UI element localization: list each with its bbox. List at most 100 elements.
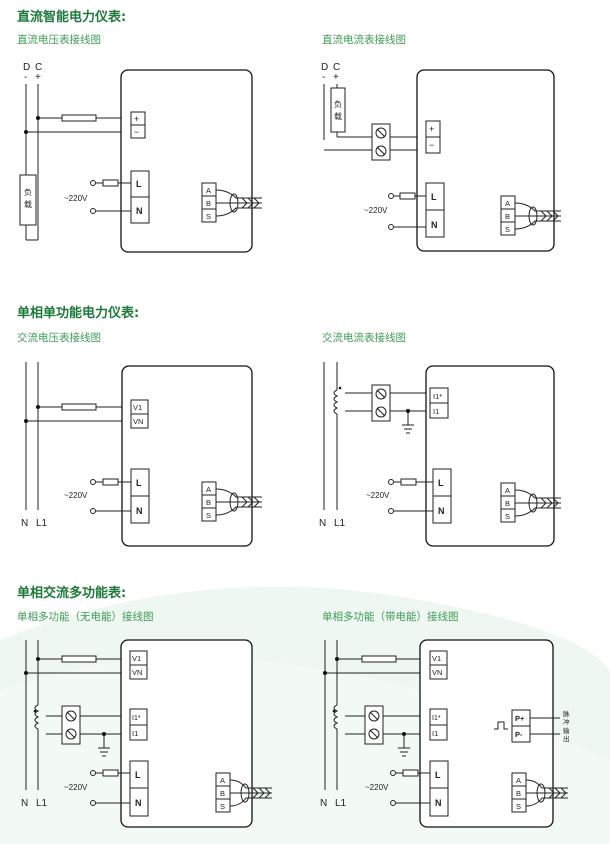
terminal-a: A: [220, 776, 225, 785]
terminal-s: S: [505, 512, 510, 521]
load-label-2: 载: [334, 111, 342, 121]
terminal-plus: +: [429, 124, 434, 134]
terminal-s: S: [505, 225, 510, 234]
terminal-l: L: [435, 770, 441, 780]
source-label-c: C: [35, 62, 42, 73]
terminal-i1-star: I1*: [432, 715, 441, 722]
line-label-n: N: [319, 518, 326, 529]
terminal-b: B: [505, 499, 510, 508]
terminal-n: N: [431, 220, 438, 230]
pulse-label-3: 输: [563, 726, 570, 735]
load-label-1: 负: [24, 187, 32, 197]
line-label-l1: L1: [335, 798, 347, 809]
terminal-i1: I1: [132, 729, 138, 738]
terminal-a: A: [206, 186, 211, 195]
polarity-minus: -: [24, 72, 27, 83]
ground-icon: [402, 424, 414, 434]
twisted-pair-cable: [215, 189, 262, 217]
terminal-l: L: [438, 478, 444, 488]
polarity-plus: +: [35, 72, 41, 83]
terminal-a: A: [206, 485, 211, 494]
source-label-c: C: [333, 62, 340, 73]
diagram-title-dc-current: 直流电流表接线图: [322, 34, 406, 46]
fuse: [361, 655, 397, 663]
terminal-n: N: [135, 798, 142, 808]
terminal-l: L: [431, 192, 437, 202]
terminal-v1: V1: [132, 654, 141, 663]
terminal-vn: VN: [432, 668, 442, 677]
terminal-b: B: [206, 199, 211, 208]
terminal-s: S: [220, 802, 225, 811]
terminal-plus: +: [134, 114, 139, 124]
power-label: ~220V: [365, 783, 389, 792]
line-label-l1: L1: [36, 798, 48, 809]
pulse-label-1: 脉: [563, 709, 570, 718]
meter-body: [425, 365, 555, 547]
twisted-pair-cable: [514, 489, 561, 517]
twisted-pair-cable: [215, 488, 262, 516]
terminal-l: L: [136, 179, 142, 189]
terminal-a: A: [516, 776, 521, 785]
terminal-b: B: [220, 789, 225, 798]
diagram-title-multifunction-with-energy: 单相多功能（带电能）接线图: [322, 611, 459, 623]
ground-icon: [398, 747, 410, 757]
terminal-s: S: [516, 802, 521, 811]
terminal-vn: VN: [133, 417, 143, 426]
shorting-terminal: [364, 705, 384, 745]
power-label: ~220V: [364, 206, 388, 215]
terminal-s: S: [206, 212, 211, 221]
twisted-pair-cable: [514, 202, 561, 230]
diagram-title-ac-voltage: 交流电压表接线图: [17, 332, 101, 344]
line-label-n: N: [320, 798, 327, 809]
terminal-v1: V1: [133, 403, 142, 412]
terminal-a: A: [505, 486, 510, 495]
terminal-n: N: [438, 506, 445, 516]
line-label-n: N: [21, 798, 28, 809]
terminal-b: B: [206, 498, 211, 507]
section-title-multifunction: 单相交流多功能表:: [17, 586, 127, 601]
terminal-n: N: [136, 506, 143, 516]
ground-icon: [98, 747, 110, 757]
terminal-minus: −: [134, 127, 139, 137]
polarity-plus: +: [333, 72, 339, 83]
terminal-vn: VN: [132, 668, 142, 677]
terminal-l: L: [136, 478, 142, 488]
twisted-pair-cable: [229, 779, 272, 807]
terminal-n: N: [435, 798, 442, 808]
pulse-icon: [494, 721, 508, 730]
polarity-minus: -: [322, 72, 325, 83]
line-label-l1: L1: [334, 518, 346, 529]
terminal-p-plus: P+: [515, 714, 525, 723]
twisted-pair-cable: [525, 779, 568, 807]
pulse-label-4: 出: [563, 734, 570, 743]
source-label-d: D: [321, 62, 328, 73]
terminal-n: N: [136, 206, 143, 216]
terminal-i1-star: I1*: [433, 392, 442, 401]
section-title-single-phase: 单相单功能电力仪表:: [17, 306, 140, 321]
terminal-p-minus: P-: [515, 730, 523, 739]
load-resistor: [19, 174, 37, 226]
current-transformer-coil: [34, 704, 40, 730]
terminal-s: S: [206, 511, 211, 520]
power-label: ~220V: [366, 491, 390, 500]
power-label: ~220V: [64, 194, 88, 203]
meter-body: [416, 69, 555, 252]
source-label-d: D: [23, 62, 30, 73]
terminal-i1: I1: [432, 729, 438, 738]
terminal-v1: V1: [432, 654, 441, 663]
pulse-label-2: 冲: [563, 717, 570, 726]
load-label-1: 负: [334, 99, 342, 109]
diagram-title-multifunction-no-energy: 单相多功能（无电能）接线图: [17, 611, 154, 623]
terminal-minus: −: [429, 140, 434, 150]
current-transformer-coil: [333, 704, 339, 730]
diagram-title-dc-voltage: 直流电压表接线图: [17, 34, 101, 46]
line-label-l1: L1: [36, 518, 48, 529]
section-title-dc: 直流智能电力仪表:: [17, 10, 127, 25]
meter-body: [120, 69, 253, 253]
terminal-b: B: [505, 212, 510, 221]
terminal-i1-star: I1*: [132, 715, 141, 722]
terminal-i1: I1: [433, 407, 439, 416]
